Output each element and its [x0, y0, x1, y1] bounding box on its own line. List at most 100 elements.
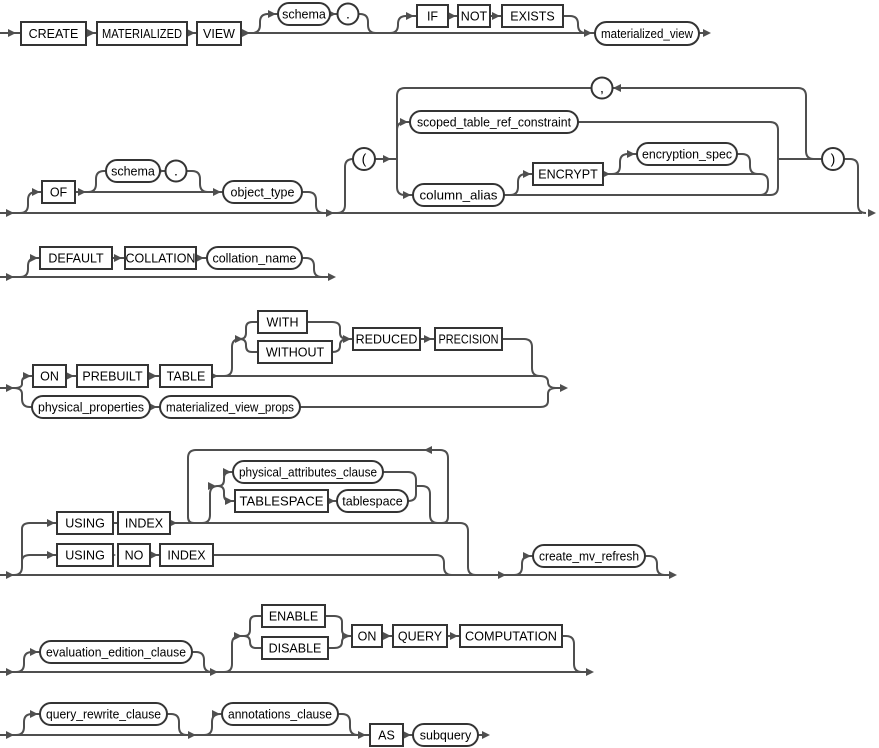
keyword-materialized-label: MATERIALIZED	[102, 27, 182, 41]
keyword-reduced-box	[352, 327, 421, 351]
keyword-materialized-box	[96, 21, 188, 46]
keyword-encrypt-label: ENCRYPT	[538, 168, 598, 182]
keyword-tablespace-box	[234, 489, 329, 513]
keyword-index-label-2: INDEX	[167, 549, 206, 563]
punct-close-paren-label: )	[831, 151, 836, 167]
variable-encryption-spec-label: encryption_spec	[642, 148, 732, 162]
keyword-table-box	[159, 364, 213, 388]
variable-physical-properties-label: physical_properties	[38, 401, 144, 415]
variable-tablespace-label: tablespace	[342, 495, 403, 509]
keyword-table-label: TABLE	[167, 370, 206, 384]
keyword-without-label: WITHOUT	[266, 346, 325, 360]
keyword-with-box	[257, 310, 308, 334]
keyword-computation-label: COMPUTATION	[465, 630, 557, 644]
variable-tablespace-oval	[336, 489, 409, 513]
variable-query-rewrite-clause-oval	[39, 702, 168, 726]
punct-period-circle-row1	[336, 2, 360, 26]
keyword-as-box	[369, 723, 404, 747]
variable-scoped-table-ref-constraint-label: scoped_table_ref_constraint	[417, 116, 572, 130]
variable-schema-label-row2: schema	[111, 165, 155, 179]
keyword-disable-box	[261, 636, 329, 660]
keyword-on-label: ON	[40, 370, 59, 384]
variable-materialized-view-props-oval	[159, 395, 301, 419]
keyword-not-box	[457, 4, 491, 28]
keyword-precision-label: PRECISION	[439, 333, 499, 347]
variable-annotations-clause-label: annotations_clause	[228, 708, 332, 722]
punct-period-label-row1: .	[346, 6, 350, 22]
variable-column-alias-label: column_alias	[420, 189, 498, 203]
keyword-exists-box	[501, 4, 564, 28]
keyword-exists-label: EXISTS	[510, 10, 554, 24]
variable-query-rewrite-clause-label: query_rewrite_clause	[46, 708, 161, 722]
keyword-view-label: VIEW	[203, 27, 235, 41]
variable-create-mv-refresh-oval	[532, 544, 646, 568]
variable-subquery-label: subquery	[420, 729, 472, 743]
keyword-using-label-2: USING	[65, 549, 105, 563]
variable-schema-oval-row2	[105, 159, 161, 183]
keyword-as-label: AS	[378, 729, 395, 743]
keyword-of-box	[41, 180, 76, 204]
variable-subquery-oval	[412, 723, 479, 747]
keyword-computation-box	[459, 624, 563, 648]
keyword-on-query-box	[351, 624, 383, 648]
variable-materialized-view-label: materialized_view	[601, 27, 694, 41]
keyword-default-box	[39, 246, 113, 270]
keyword-disable-label: DISABLE	[269, 642, 322, 656]
variable-collation-name-label: collation_name	[213, 252, 297, 266]
keyword-no-box	[117, 543, 151, 567]
keyword-if-label: IF	[427, 10, 438, 24]
punct-period-label-row2: .	[174, 163, 178, 179]
punct-period-circle-row2	[164, 159, 188, 183]
keyword-using-box-1	[56, 511, 114, 535]
variable-evaluation-edition-clause-label: evaluation_edition_clause	[46, 646, 186, 660]
variable-physical-attributes-clause-label: physical_attributes_clause	[239, 466, 377, 480]
keyword-using-box-2	[56, 543, 114, 567]
keyword-encrypt-box	[532, 162, 604, 186]
variable-scoped-table-ref-constraint-oval	[409, 110, 579, 134]
keyword-if-box	[416, 4, 449, 28]
keyword-reduced-label: REDUCED	[356, 333, 418, 347]
variable-object-type-label: object_type	[231, 186, 295, 200]
variable-evaluation-edition-clause-oval	[39, 640, 193, 664]
variable-column-alias-oval	[412, 183, 505, 207]
keyword-index-box-2	[159, 543, 214, 567]
variable-encryption-spec-oval	[636, 142, 738, 166]
variable-annotations-clause-oval	[221, 702, 339, 726]
keyword-precision-box	[434, 327, 503, 351]
variable-object-type-oval	[222, 180, 303, 204]
keyword-enable-label: ENABLE	[269, 610, 318, 624]
punct-open-paren-label: (	[362, 151, 367, 167]
variable-materialized-view-oval	[594, 21, 700, 46]
keyword-without-box	[257, 340, 333, 364]
punct-comma-label: ,	[600, 80, 604, 96]
keyword-prebuilt-label: PREBUILT	[82, 370, 143, 384]
keyword-with-label: WITH	[267, 316, 299, 330]
keyword-collation-label: COLLATION	[126, 252, 196, 266]
keyword-no-label: NO	[125, 549, 144, 563]
keyword-query-box	[392, 624, 448, 648]
keyword-query-label: QUERY	[398, 630, 443, 644]
keyword-on-query-label: ON	[358, 630, 377, 644]
variable-physical-properties-oval	[31, 395, 151, 419]
keyword-enable-box	[261, 604, 326, 628]
variable-schema-label-row1: schema	[282, 8, 326, 22]
keyword-tablespace-label: TABLESPACE	[240, 495, 324, 509]
variable-materialized-view-props-label: materialized_view_props	[166, 401, 294, 415]
variable-collation-name-oval	[206, 246, 303, 270]
variable-schema-oval-row1	[277, 2, 331, 26]
keyword-view-box	[196, 21, 242, 46]
keyword-index-box-1	[117, 511, 171, 535]
keyword-using-label-1: USING	[65, 517, 105, 531]
punct-close-paren-circle	[821, 147, 845, 171]
variable-create-mv-refresh-label: create_mv_refresh	[539, 550, 639, 564]
keyword-create-box	[20, 21, 87, 46]
variable-physical-attributes-clause-oval	[232, 460, 384, 484]
keyword-not-label: NOT	[461, 10, 488, 24]
keyword-collation-box	[124, 246, 197, 270]
keyword-create-label: CREATE	[29, 27, 79, 41]
punct-open-paren-circle	[352, 147, 376, 171]
keyword-prebuilt-box	[76, 364, 149, 388]
punct-comma-circle	[590, 76, 614, 100]
